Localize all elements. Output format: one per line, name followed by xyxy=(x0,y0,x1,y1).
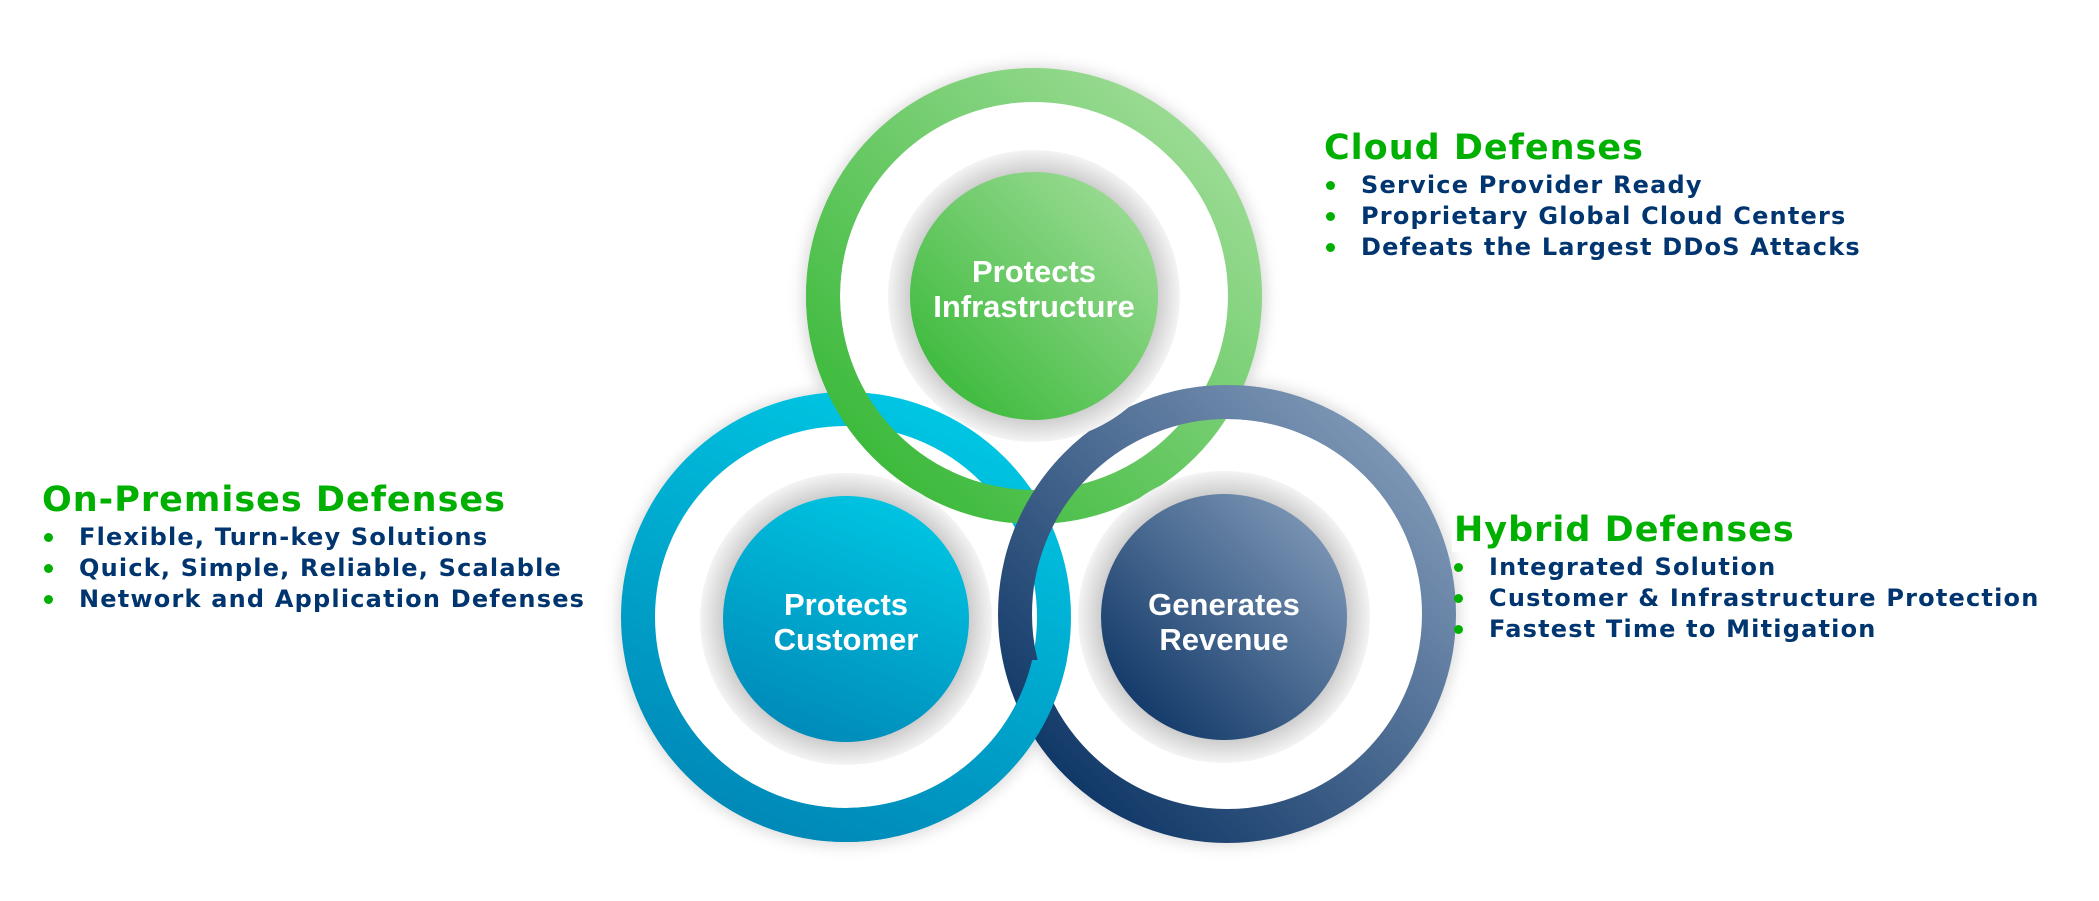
on-premises-defenses-block: On-Premises Defenses Flexible, Turn-key … xyxy=(42,478,585,615)
list-item: Proprietary Global Cloud Centers xyxy=(1324,201,1861,232)
bullet-icon xyxy=(1454,625,1463,634)
ring-customer-over-revenue xyxy=(625,660,1067,842)
label-infrastructure-line1: Protects xyxy=(972,254,1096,289)
hybrid-defenses-title: Hybrid Defenses xyxy=(1452,508,1799,552)
list-item: Flexible, Turn-key Solutions xyxy=(42,522,585,553)
label-revenue-line1: Generates xyxy=(1148,587,1300,622)
disc-customer xyxy=(723,496,969,742)
label-infrastructure-line2: Infrastructure xyxy=(933,289,1135,324)
bullet-icon xyxy=(44,595,53,604)
list-item: Fastest Time to Mitigation xyxy=(1452,614,2040,645)
bullet-icon xyxy=(44,564,53,573)
bullet-icon xyxy=(1454,594,1463,603)
list-item: Integrated Solution xyxy=(1452,552,2040,583)
cloud-defenses-block: Cloud Defenses Service Provider Ready Pr… xyxy=(1324,126,1861,263)
label-customer-line1: Protects xyxy=(784,587,908,622)
bullet-icon xyxy=(1454,563,1463,572)
cloud-defenses-title: Cloud Defenses xyxy=(1324,128,1644,168)
disc-revenue xyxy=(1101,494,1347,740)
disc-infrastructure xyxy=(910,172,1158,420)
label-revenue-line2: Revenue xyxy=(1159,622,1288,657)
bullet-icon xyxy=(1326,243,1335,252)
bullet-icon xyxy=(1326,212,1335,221)
label-customer-line2: Customer xyxy=(774,622,919,657)
bullet-icon xyxy=(44,533,53,542)
ring-revenue-over-infrastructure xyxy=(1004,385,1450,560)
list-item: Quick, Simple, Reliable, Scalable xyxy=(42,553,585,584)
on-premises-defenses-list: Flexible, Turn-key Solutions Quick, Simp… xyxy=(42,522,585,615)
list-item: Network and Application Defenses xyxy=(42,584,585,615)
list-item: Customer & Infrastructure Protection xyxy=(1452,583,2040,614)
cloud-defenses-list: Service Provider Ready Proprietary Globa… xyxy=(1324,170,1861,263)
bullet-icon xyxy=(1326,181,1335,190)
on-premises-defenses-title: On-Premises Defenses xyxy=(42,480,506,520)
list-item: Service Provider Ready xyxy=(1324,170,1861,201)
ring-infrastructure-over-customer xyxy=(806,69,1010,523)
hybrid-defenses-block: Hybrid Defenses Integrated Solution Cust… xyxy=(1452,508,2040,645)
list-item: Defeats the Largest DDoS Attacks xyxy=(1324,232,1861,263)
hybrid-defenses-list: Integrated Solution Customer & Infrastru… xyxy=(1452,552,2040,645)
